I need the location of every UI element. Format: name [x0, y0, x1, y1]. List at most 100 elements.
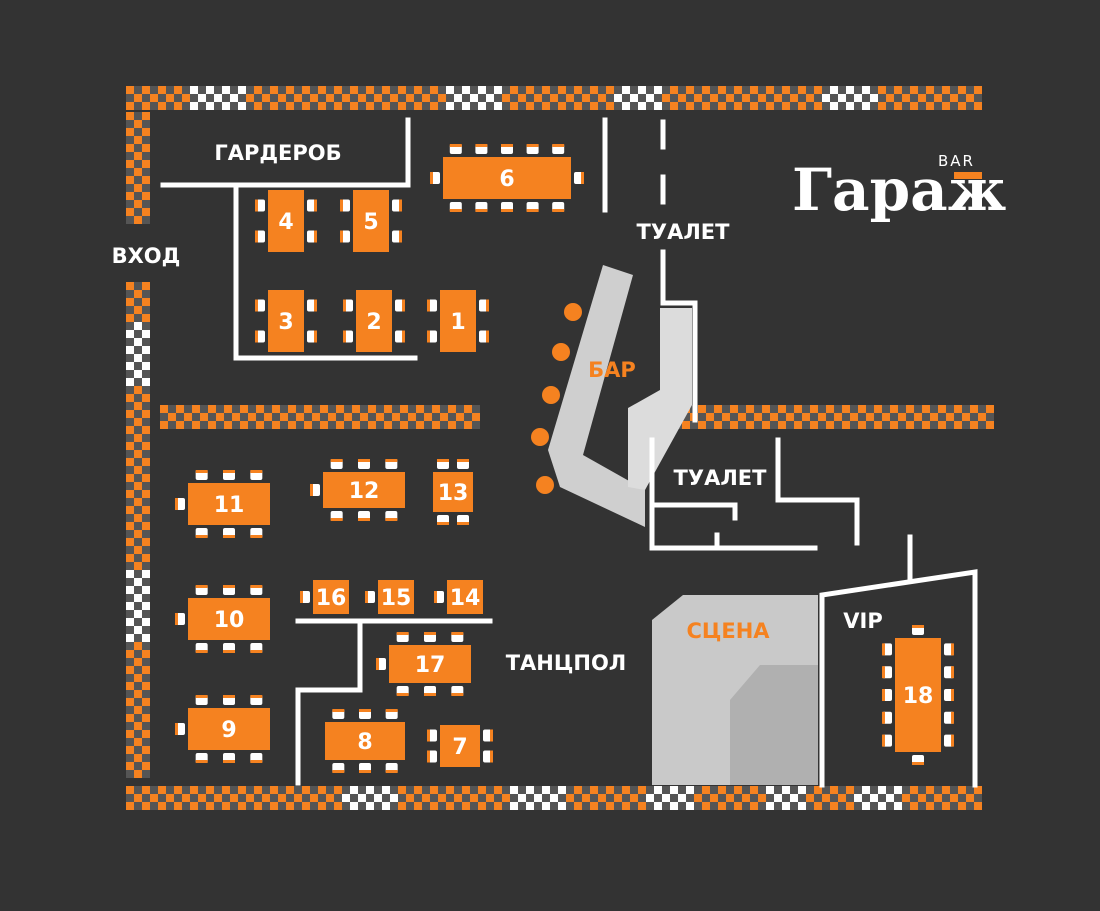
table-number: 10	[214, 608, 245, 633]
chair-back	[223, 470, 235, 473]
chair-back	[330, 459, 343, 462]
label-vip: VIP	[843, 609, 882, 633]
table-11[interactable]: 11	[175, 470, 270, 538]
chair-back	[195, 535, 208, 538]
chair-back	[223, 760, 235, 763]
chair-back	[951, 734, 954, 747]
label-bar: БАР	[588, 358, 636, 382]
chair-back	[912, 625, 924, 628]
table-top[interactable]	[440, 725, 480, 767]
table-number: 9	[221, 718, 236, 743]
table-number: 16	[316, 586, 347, 611]
chair-back	[340, 199, 343, 212]
chair-back	[449, 209, 462, 212]
table-17[interactable]: 17	[376, 632, 471, 696]
chair-back	[223, 650, 235, 653]
table-top[interactable]	[188, 598, 270, 640]
table-15[interactable]: 15	[365, 580, 414, 614]
chair-back	[437, 459, 449, 462]
table-4[interactable]: 4	[255, 190, 317, 252]
chair-back	[581, 172, 584, 184]
chair-back	[195, 695, 208, 698]
chair-back	[501, 144, 513, 147]
table-6[interactable]: 6	[430, 144, 584, 212]
checkered-border	[126, 86, 994, 810]
chair-back	[427, 729, 430, 742]
chair-back	[951, 689, 954, 701]
chair-back	[195, 650, 208, 653]
chair-back	[424, 632, 436, 635]
chair-back	[359, 709, 371, 712]
table-top[interactable]	[323, 472, 405, 508]
chair-back	[912, 762, 924, 765]
chair-back	[882, 666, 885, 679]
table-number: 6	[499, 167, 514, 192]
chair-back	[951, 643, 954, 656]
chair-back	[486, 330, 489, 343]
table-18[interactable]: 18	[882, 625, 954, 765]
chair-back	[396, 693, 409, 696]
table-top[interactable]	[313, 580, 349, 614]
table-13[interactable]: 13	[433, 459, 473, 525]
chair-back	[314, 199, 317, 212]
table-number: 13	[438, 481, 469, 506]
table-top[interactable]	[447, 580, 483, 614]
table-number: 17	[415, 653, 446, 678]
table-10[interactable]: 10	[175, 585, 270, 653]
chair-back	[314, 230, 317, 243]
chair-back	[457, 522, 469, 525]
chair-back	[385, 459, 398, 462]
table-number: 12	[349, 479, 380, 504]
table-top[interactable]	[440, 290, 476, 352]
chair-back	[396, 632, 409, 635]
table-number: 5	[363, 210, 378, 235]
table-2[interactable]: 2	[343, 290, 405, 352]
table-9[interactable]: 9	[175, 695, 270, 763]
table-top[interactable]	[389, 645, 471, 683]
table-8[interactable]: 8	[325, 709, 405, 773]
table-1[interactable]: 1	[427, 290, 489, 352]
chair-back	[475, 209, 488, 212]
table-16[interactable]: 16	[300, 580, 349, 614]
table-number: 18	[903, 684, 934, 709]
table-top[interactable]	[443, 157, 571, 199]
chair-back	[449, 144, 462, 147]
table-top[interactable]	[188, 483, 270, 525]
chair-back	[437, 522, 449, 525]
chair-back	[385, 518, 398, 521]
chair-back	[526, 209, 539, 212]
table-top[interactable]	[356, 290, 392, 352]
chair-back	[490, 750, 493, 763]
chair-back	[340, 230, 343, 243]
chair-back	[486, 299, 489, 312]
chair-back	[195, 760, 208, 763]
chair-back	[376, 658, 379, 670]
chair-back	[314, 299, 317, 312]
chair-back	[358, 459, 370, 462]
table-3[interactable]: 3	[255, 290, 317, 352]
logo: Гараж BAR	[792, 152, 1006, 224]
table-top[interactable]	[268, 190, 304, 252]
table-top[interactable]	[188, 708, 270, 750]
chair-back	[343, 299, 346, 312]
table-14[interactable]: 14	[434, 580, 483, 614]
chair-back	[195, 470, 208, 473]
table-top[interactable]	[433, 472, 473, 512]
table-7[interactable]: 7	[427, 725, 493, 767]
table-top[interactable]	[895, 638, 941, 752]
table-top[interactable]	[378, 580, 414, 614]
table-12[interactable]: 12	[310, 459, 405, 521]
chair-back	[402, 330, 405, 343]
table-number: 2	[366, 310, 381, 335]
table-number: 4	[278, 210, 293, 235]
table-top[interactable]	[268, 290, 304, 352]
table-5[interactable]: 5	[340, 190, 402, 252]
chair-back	[430, 172, 433, 184]
table-top[interactable]	[325, 722, 405, 760]
table-number: 1	[450, 310, 465, 335]
chair-back	[358, 518, 370, 521]
table-top[interactable]	[353, 190, 389, 252]
chair-back	[552, 144, 565, 147]
chair-back	[175, 723, 178, 735]
